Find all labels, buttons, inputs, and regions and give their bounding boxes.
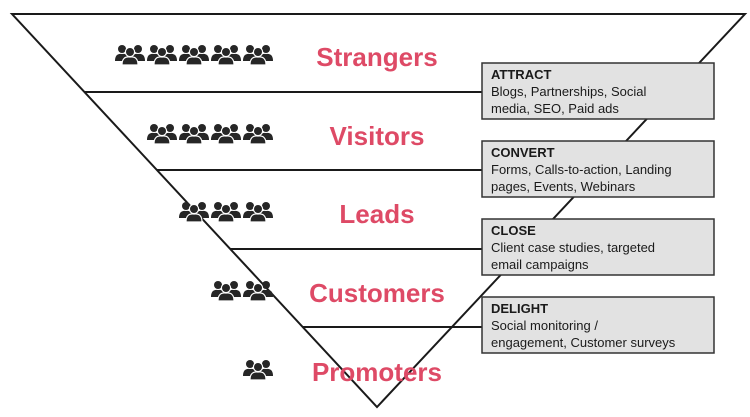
action-box-description-line: Social monitoring / <box>491 318 598 333</box>
action-box-convert: CONVERT Forms, Calls-to-action, Landing pa… <box>481 140 715 198</box>
action-box-frame <box>481 62 715 120</box>
action-box-frame <box>481 140 715 198</box>
people-group-icon <box>211 45 241 66</box>
stage-label-visitors: Visitors <box>330 121 425 151</box>
people-group-icon <box>179 202 209 223</box>
action-boxes: ATTRACT Blogs, Partnerships, Social media,… <box>481 62 715 354</box>
action-box-description-line: Blogs, Partnerships, Social <box>491 84 646 99</box>
people-group-icon <box>115 45 145 66</box>
people-group-icon <box>243 202 273 223</box>
people-group-icon <box>243 124 273 145</box>
action-box-description-line: email campaigns <box>491 257 589 272</box>
people-icon-row-leads <box>179 202 273 223</box>
action-box-description-line: Forms, Calls-to-action, Landing <box>491 162 672 177</box>
stage-label-strangers: Strangers <box>316 42 437 72</box>
people-group-icon <box>147 45 177 66</box>
people-group-icon <box>211 124 241 145</box>
action-box-delight: DELIGHT Social monitoring / engagement, Cu… <box>481 296 715 354</box>
people-icon-row-promoters <box>243 360 273 381</box>
action-box-title: DELIGHT <box>491 301 548 316</box>
stage-label-leads: Leads <box>339 199 414 229</box>
people-group-icon <box>179 45 209 66</box>
people-group-icon <box>243 360 273 381</box>
stage-label-customers: Customers <box>309 278 445 308</box>
action-box-description-line: media, SEO, Paid ads <box>491 101 619 116</box>
people-group-icon <box>211 281 241 302</box>
stage-label-promoters: Promoters <box>312 357 442 387</box>
action-box-close: CLOSE Client case studies, targeted email … <box>481 218 715 276</box>
action-box-title: CONVERT <box>491 145 555 160</box>
people-group-icon <box>243 45 273 66</box>
people-icon-row-strangers <box>115 45 273 66</box>
people-icon-row-customers <box>211 281 273 302</box>
action-box-description-line: pages, Events, Webinars <box>491 179 636 194</box>
action-box-title: ATTRACT <box>491 67 551 82</box>
action-box-frame <box>481 296 715 354</box>
action-box-description-line: Client case studies, targeted <box>491 240 655 255</box>
people-group-icon <box>211 202 241 223</box>
people-group-icon <box>147 124 177 145</box>
people-icon-rows <box>115 45 273 381</box>
action-box-description-line: engagement, Customer surveys <box>491 335 676 350</box>
people-icon-row-visitors <box>147 124 273 145</box>
action-box-title: CLOSE <box>491 223 536 238</box>
people-group-icon <box>179 124 209 145</box>
people-group-icon <box>243 281 273 302</box>
action-box-frame <box>481 218 715 276</box>
funnel-dividers <box>84 91 482 328</box>
action-box-attract: ATTRACT Blogs, Partnerships, Social media,… <box>481 62 715 120</box>
